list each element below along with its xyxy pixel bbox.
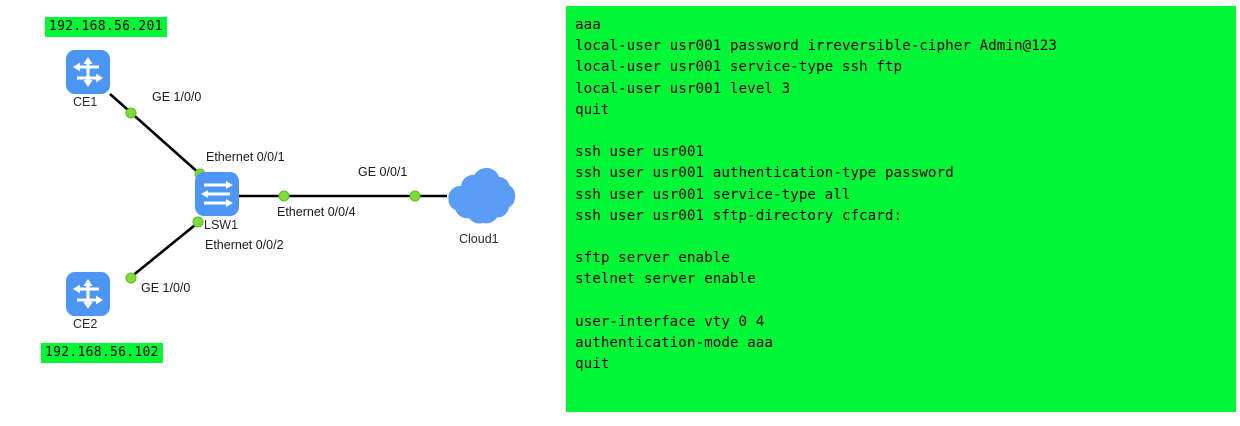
ip-badge-ce1: 192.168.56.201 bbox=[45, 17, 167, 37]
device-ce2[interactable]: CE2 bbox=[66, 272, 110, 331]
configuration-text: aaa local-user usr001 password irreversi… bbox=[575, 17, 1058, 373]
iface-label-lsw1-ethernet-0-0-1: Ethernet 0/0/1 bbox=[206, 150, 285, 164]
iface-label-ce2-ge100: GE 1/0/0 bbox=[141, 281, 191, 295]
iface-label-cloud1-ge001: GE 0/0/1 bbox=[358, 165, 408, 179]
endpoint-dot-lsw1-eth4 bbox=[278, 190, 290, 202]
iface-label-lsw1-ethernet-0-0-4: Ethernet 0/0/4 bbox=[277, 205, 356, 219]
router-icon[interactable] bbox=[66, 50, 110, 94]
endpoint-dot-lsw1-eth2 bbox=[192, 216, 204, 228]
device-cloud1[interactable]: Cloud1 bbox=[437, 164, 521, 246]
link-ce2-lsw1 bbox=[130, 219, 201, 279]
ip-badge-ce2: 192.168.56.102 bbox=[41, 343, 163, 363]
endpoint-dot-ce2 bbox=[125, 272, 137, 284]
network-topology-canvas[interactable]: 192.168.56.201 192.168.56.102 CE1 bbox=[0, 0, 560, 426]
iface-label-lsw1-ethernet-0-0-2: Ethernet 0/0/2 bbox=[205, 238, 284, 252]
device-lsw1[interactable]: LSW1 bbox=[195, 172, 239, 232]
endpoint-dot-ce1 bbox=[125, 107, 137, 119]
device-label-lsw1: LSW1 bbox=[204, 218, 239, 232]
device-label-ce2: CE2 bbox=[73, 317, 98, 331]
device-label-ce1: CE1 bbox=[73, 95, 98, 109]
router-icon[interactable] bbox=[66, 272, 110, 316]
device-label-cloud1: Cloud1 bbox=[459, 232, 499, 246]
cloud-icon[interactable] bbox=[437, 164, 521, 230]
topology-links bbox=[109, 93, 447, 284]
device-ce1[interactable]: CE1 bbox=[66, 50, 110, 109]
iface-label-ce1-ge100: GE 1/0/0 bbox=[152, 90, 202, 104]
endpoint-dot-cloud-ge1 bbox=[409, 190, 421, 202]
switch-icon[interactable] bbox=[195, 172, 239, 216]
link-ce1-lsw1 bbox=[109, 93, 202, 176]
configuration-panel[interactable]: aaa local-user usr001 password irreversi… bbox=[566, 6, 1236, 412]
